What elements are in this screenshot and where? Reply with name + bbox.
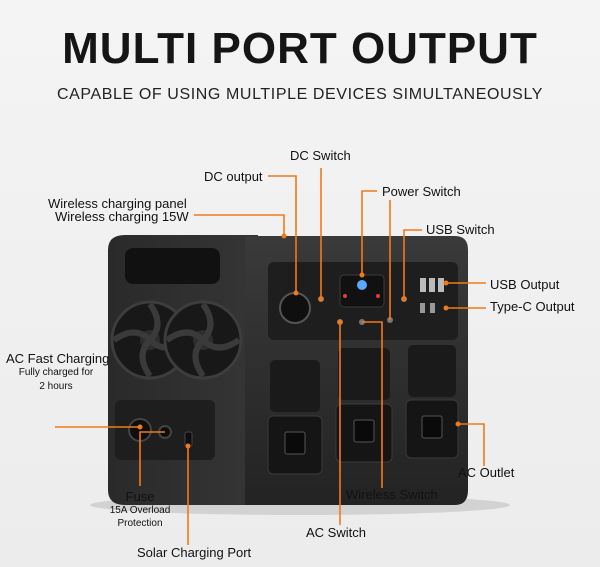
label-ac-outlet: AC Outlet (458, 465, 515, 480)
label-usb-output: USB Output (490, 277, 560, 292)
page-subtitle: CAPABLE OF USING MULTIPLE DEVICES SIMULT… (56, 86, 544, 103)
type-c-port-1 (420, 303, 425, 313)
usb-port-2 (429, 278, 435, 292)
label-ac-switch: AC Switch (306, 525, 366, 540)
label-wireless-panel: Wireless charging panel (48, 196, 187, 211)
page-title: MULTI PORT OUTPUT (62, 24, 538, 73)
label-power-switch: Power Switch (382, 184, 461, 199)
label-fuse-overload: 15A Overload (109, 505, 171, 516)
ac-outlet-3 (405, 345, 459, 459)
callout-lines (55, 168, 486, 545)
label-solar-port: Solar Charging Port (137, 545, 252, 560)
ac-outlet-2 (335, 348, 393, 463)
label-fuse-protection: Protection (117, 518, 163, 529)
label-wireless-switch: Wireless Switch (346, 487, 438, 502)
type-c-port-2 (430, 303, 435, 313)
label-two-hours: 2 hours (39, 381, 73, 392)
fan-right (163, 300, 243, 380)
label-fully-charged: Fully charged for (18, 367, 94, 378)
label-wireless-15w: Wireless charging 15W (55, 209, 189, 224)
usb-port-3 (438, 278, 444, 292)
label-dc-output: DC output (204, 169, 263, 184)
label-ac-fast-charging: AC Fast Charging (6, 351, 110, 366)
ac-outlet-1 (267, 360, 323, 475)
label-fuse: Fuse (125, 489, 155, 504)
label-dc-switch: DC Switch (290, 148, 351, 163)
label-type-c-output: Type-C Output (490, 299, 575, 314)
callout-dots (137, 233, 461, 449)
display-indicator (357, 280, 367, 290)
handle-slot (125, 248, 220, 284)
label-usb-switch: USB Switch (426, 222, 495, 237)
dc-output-port (279, 292, 311, 324)
lcd-display (339, 274, 385, 308)
usb-port-1 (420, 278, 426, 292)
